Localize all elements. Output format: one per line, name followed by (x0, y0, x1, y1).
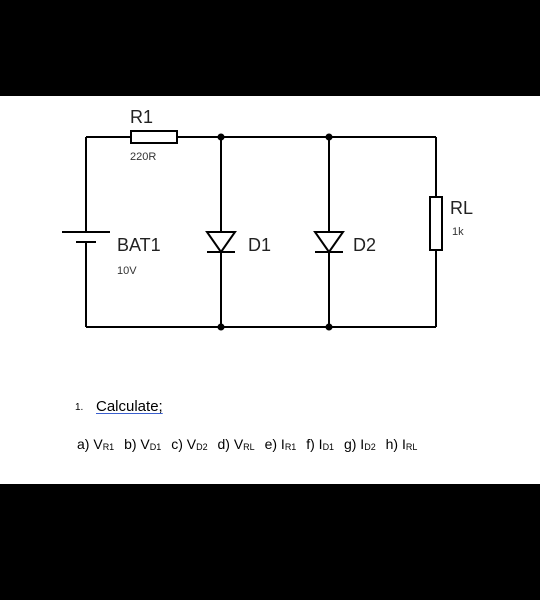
answer-subscript: RL (405, 442, 418, 452)
answer-subscript: D1 (149, 442, 162, 452)
junction-dot (325, 133, 333, 141)
battery-value: 10V (117, 265, 137, 277)
rl-value: 1k (452, 226, 464, 238)
diode-d1-symbol (205, 231, 237, 254)
answer-subscript: R1 (284, 442, 297, 452)
answer-item-e: e) IR1 (265, 436, 297, 452)
answer-list: a) VR1 b) VD1 c) VD2 d) VRL e) IR1 f) ID… (77, 436, 423, 452)
answer-item-b: b) VD1 (124, 436, 161, 452)
answer-subscript: D2 (364, 442, 376, 452)
answer-prefix: f) I (306, 436, 323, 452)
junction-dot (217, 133, 225, 141)
answer-prefix: g) I (343, 436, 365, 452)
answer-prefix: e) I (264, 436, 285, 452)
battery-label: BAT1 (117, 235, 161, 255)
answer-subscript: D1 (322, 442, 335, 452)
d1-label: D1 (248, 235, 271, 255)
rl-label: RL (450, 198, 473, 218)
junction-dot (325, 323, 333, 331)
diode-d2-symbol (313, 231, 345, 254)
answer-prefix: b) V (124, 436, 150, 452)
junction-dot (217, 323, 225, 331)
answer-item-g: g) ID2 (344, 436, 376, 452)
answer-prefix: h) I (385, 436, 406, 452)
answer-item-c: c) VD2 (171, 436, 207, 452)
resistor-r1-symbol (130, 130, 178, 144)
answer-item-d: d) VRL (217, 436, 254, 452)
answer-prefix: a) V (77, 436, 103, 452)
answer-item-h: h) IRL (386, 436, 418, 452)
circuit-diagram: R1 220R RL 1k BAT1 10V D1 D2 (62, 107, 473, 331)
d2-label: D2 (353, 235, 376, 255)
battery-symbol (62, 231, 110, 243)
answer-subscript: RL (243, 442, 255, 452)
content-panel: R1 220R RL 1k BAT1 10V D1 D2 1. Calculat… (0, 96, 540, 484)
answer-subscript: R1 (102, 442, 115, 452)
r1-label: R1 (130, 107, 153, 127)
answer-prefix: d) V (217, 436, 244, 452)
answer-item-a: a) VR1 (77, 436, 114, 452)
question-number: 1. (75, 402, 84, 413)
resistor-rl-symbol (429, 196, 443, 251)
answer-item-f: f) ID1 (306, 436, 334, 452)
answer-prefix: c) V (171, 436, 197, 452)
r1-value: 220R (130, 151, 156, 163)
question-title: Calculate; (96, 398, 163, 415)
answer-subscript: D2 (196, 442, 208, 452)
